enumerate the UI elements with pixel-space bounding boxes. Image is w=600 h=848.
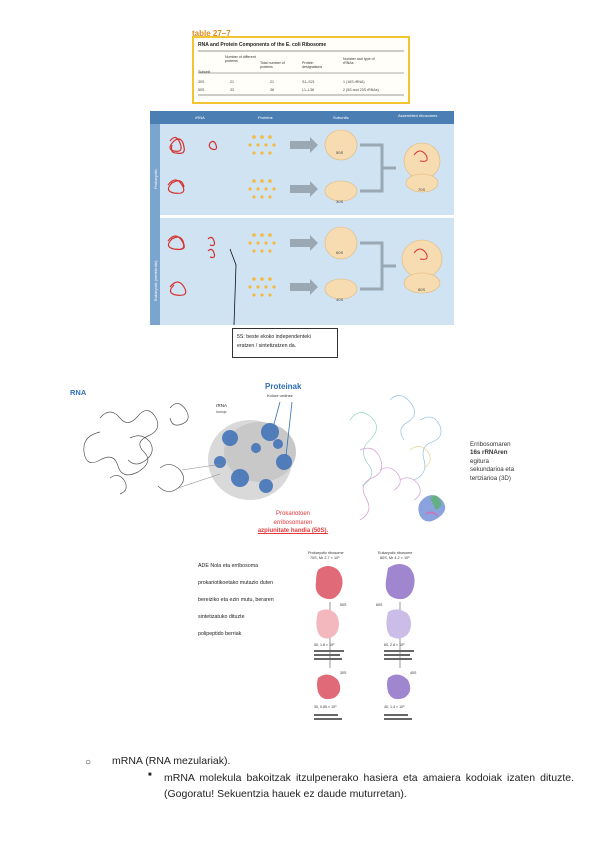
proteinak-sublabel: Kolore urdinez — [267, 393, 293, 398]
table-header-designations: Protein designations — [302, 61, 323, 69]
label-40s: 40S — [410, 671, 417, 675]
assembled-ribosomes — [401, 142, 443, 294]
subunit-60s: 60S — [336, 250, 343, 255]
bullet-mrna-codons: mRNA molekula bakoitzak itzulpenerako ha… — [164, 772, 574, 800]
ribosome-subunit-comparison-figure: Prokaryotic ribosome 70S, Mr 2.7 × 10⁶ E… — [308, 551, 417, 720]
assembled-70s: 70S — [418, 187, 425, 192]
ade-line: sintetizatuko dituzte — [198, 614, 245, 620]
assembled-80s: 80S — [418, 287, 425, 292]
callout-line: eratzen / sintetizatzen da. — [237, 343, 297, 349]
table-title: RNA and Protein Components of the E. col… — [198, 42, 327, 48]
prokaryote-subunit-caption: Prokariotoen erribosomaren azpiunitate h… — [233, 510, 353, 536]
16s-rrna-caption: Erribosomaren 16s rRNAren egitura sekund… — [470, 441, 514, 483]
prok-large-subunit-mass: 50, 1.8 × 10⁶ — [314, 643, 335, 647]
ade-explanation: ADE Nola eta erribosoma prokariotikoetak… — [198, 558, 308, 643]
col-header-subunits: Subunits — [333, 115, 349, 120]
table-cell: 30S — [198, 80, 205, 84]
table-header-different: Number of different proteins — [225, 55, 256, 63]
caption-line: azpiunitate handia (50S). — [257, 528, 329, 534]
table-cell: 50S — [198, 88, 205, 92]
table-number: table 27–7 — [192, 29, 231, 38]
ade-line: prokariotikoetako mutazio duten — [198, 580, 274, 586]
table-cell: S1–S21 — [302, 80, 315, 84]
table-header-subunit: Subunit — [198, 70, 211, 74]
label-50s: 50S — [340, 603, 347, 607]
subunit-40s: 40S — [336, 297, 343, 302]
callout-line: 5S: beste ekoko independenteki — [237, 334, 311, 340]
protein-dots — [248, 135, 276, 297]
16s-rrna-structure-figure — [349, 395, 446, 522]
row-label-euk: Eukaryotic (vertebrate) — [153, 260, 158, 301]
label-60s: 60S — [376, 603, 383, 607]
rna-label: RNA — [70, 388, 87, 397]
rrna-squiggles — [167, 136, 218, 296]
table-header-rrnas: Number and type of rRNAs — [343, 57, 375, 65]
euk-ribosome-title: Eukaryotic ribosome — [378, 551, 412, 555]
ade-line: ADE Nola eta erribosoma — [198, 563, 259, 569]
bullet-square: ■ — [148, 772, 152, 778]
table-cell: 36 — [270, 88, 274, 92]
table-cell: 21 — [270, 80, 274, 84]
subunit-30s: 30S — [336, 199, 343, 204]
table-rules — [198, 50, 404, 96]
table-cell: 1 (16S rRNA) — [343, 80, 365, 84]
table-header-total: Total number of proteins — [260, 61, 285, 69]
ade-line: bereiziko eta ezin mutu, beraren — [198, 597, 274, 603]
subunit-50s: 50S — [336, 150, 343, 155]
table-cell: 33 — [230, 88, 234, 92]
3d-structure — [418, 495, 446, 522]
bullet-mrna: mRNA (RNA mezulariak). — [112, 755, 231, 767]
caption-line: Prokariotoen — [275, 511, 311, 517]
euk-large-subunit-mass: 60, 2.8 × 10⁶ — [384, 643, 405, 647]
label-30s: 30S — [340, 671, 347, 675]
prok-ribosome-title: Prokaryotic ribosome — [308, 551, 344, 555]
col-header-assembled: Assembled ribosomes — [398, 113, 437, 118]
caption-line: egitura — [470, 457, 489, 465]
bullet-hollow-circle: ○ — [85, 757, 92, 768]
euk-ribosome-sub: 80S, Mr 4.2 × 10⁶ — [380, 556, 410, 560]
caption-line: Erribosomaren — [470, 441, 511, 448]
rrna-sublabel: laranja — [216, 410, 227, 414]
ribosome-surface — [208, 420, 296, 500]
proteinak-label: Proteinak — [265, 382, 302, 391]
table-cell: 2 (5S and 23S rRNAs) — [343, 88, 379, 92]
caption-line: tertziarioa (3D) — [470, 474, 511, 482]
rna-structure-figure — [83, 401, 296, 500]
row-label-prok: Prokaryotic — [153, 169, 158, 189]
caption-line: erribosomaren — [273, 519, 313, 526]
ribosome-composition-figure: rRNA Proteins Subunits Assembled ribosom… — [150, 111, 454, 325]
table-cell: 21 — [230, 80, 234, 84]
col-header-rrna: rRNA — [195, 115, 205, 120]
ade-line: polipeptido berriak — [198, 631, 242, 637]
caption-line: 16s rRNAren — [470, 449, 508, 457]
caption-line: sekundarioa eta — [470, 466, 515, 474]
prok-small-subunit-mass: 30, 0.85 × 10⁶ — [314, 705, 337, 709]
table-cell: L1–L36 — [302, 88, 314, 92]
col-header-proteins: Proteins — [258, 115, 273, 120]
rna-protein-table — [192, 36, 410, 104]
rrna-label: rRNA — [216, 403, 227, 408]
subunit-shapes — [324, 129, 358, 300]
callout-5s-note: 5S: beste ekoko independenteki eratzen /… — [232, 328, 338, 358]
prok-ribosome-sub: 70S, Mr 2.7 × 10⁶ — [310, 556, 340, 560]
euk-small-subunit-mass: 40, 1.4 × 10⁶ — [384, 705, 405, 709]
